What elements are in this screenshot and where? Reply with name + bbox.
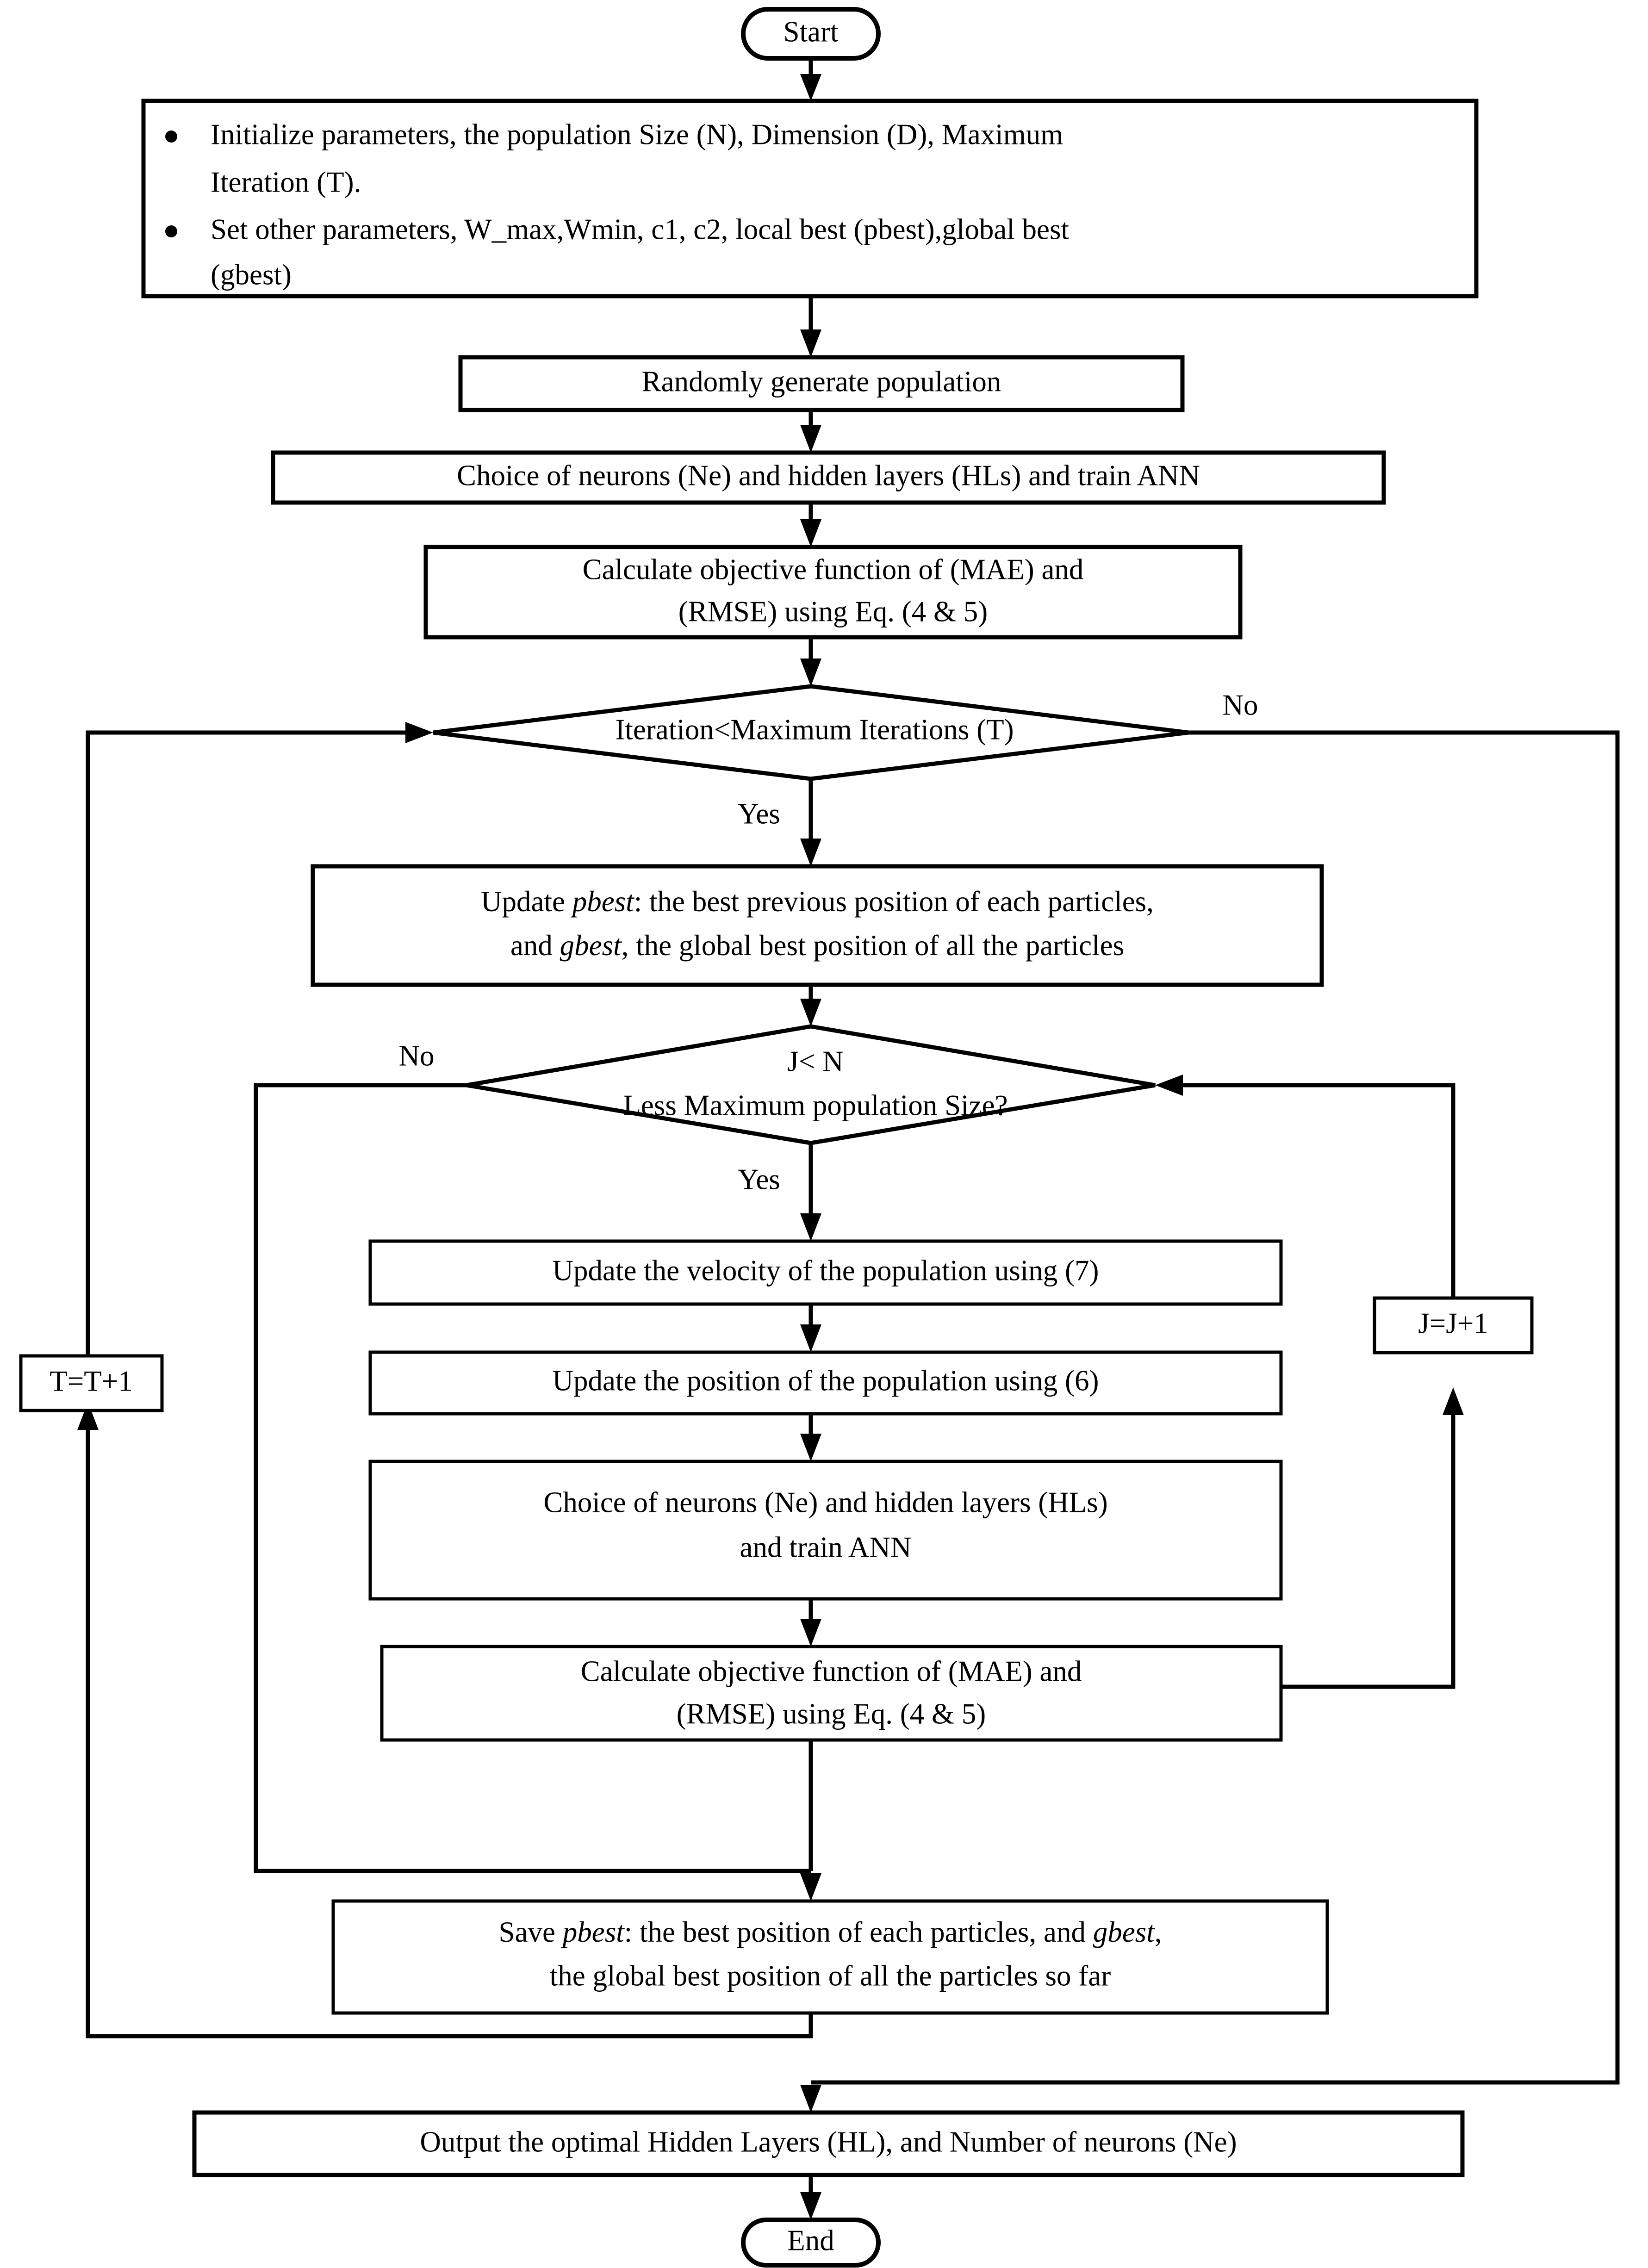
edge-calc-objective-2-to-j-increment [1281,1387,1464,1689]
edge-start-to-init [800,58,821,101]
decision-iteration-label: Iteration<Maximum Iterations (T) [615,713,1014,746]
decision-population-line-0: J< N [787,1045,843,1077]
node-random-population[interactable]: Randomly generate population [458,355,1185,412]
edge-update-velocity-to-update-position [800,1304,821,1352]
choice-neurons-2-line-0: Choice of neurons (Ne) and hidden layers… [543,1486,1107,1518]
node-calc-objective-1[interactable]: Calculate objective function of (MAE) an… [423,545,1243,640]
choice-neurons-1-label: Choice of neurons (Ne) and hidden layers… [457,459,1200,491]
edge-calc-objective-to-decision-iteration [800,637,821,686]
node-update-best[interactable]: Update pbest: the best previous position… [311,864,1324,987]
edge-label-population-yes: Yes [738,1163,780,1195]
update-best-line-0: Update pbest: the best previous position… [481,885,1154,918]
update-best-line-1: and gbest, the global best position of a… [510,929,1124,962]
edge-update-position-to-choice-neurons-2 [800,1414,821,1461]
update-best-seg-1: pbest [571,885,634,918]
update-best-seg-2: : the best previous position of each par… [634,885,1154,918]
edge-t-increment-to-decision-iteration [86,722,433,1356]
init-bullet-1-line-1: (gbest) [211,258,292,291]
edge-label-iteration-no: No [1223,689,1258,721]
save-best-seg-1: pbest [561,1916,625,1948]
calc-objective-1-line-0: Calculate objective function of (MAE) an… [583,553,1084,585]
node-calc-objective-2[interactable]: Calculate objective function of (MAE) an… [380,1645,1283,1742]
node-update-velocity[interactable]: Update the velocity of the population us… [368,1239,1283,1306]
choice-neurons-2-line-1: and train ANN [740,1531,912,1563]
node-output[interactable]: Output the optimal Hidden Layers (HL), a… [192,2110,1465,2177]
update-best-seg-5: , the global best position of all the pa… [622,929,1125,962]
edge-init-to-random-population [800,296,821,357]
edge-choice-neurons-2-to-calc-objective-2 [800,1599,821,1647]
node-end[interactable]: End [741,2218,881,2268]
j-increment-label: J=J+1 [1418,1307,1488,1339]
edge-random-population-to-choice-neurons [800,410,821,453]
update-velocity-label: Update the velocity of the population us… [553,1254,1099,1286]
edge-label-population-no: No [399,1039,435,1072]
init-bullet-1-line-0: Set other parameters, W_max,Wmin, c1, c2… [211,213,1070,245]
bullet-dot-icon [165,130,177,143]
edge-decision-iteration-no [800,730,1620,2113]
edge-label-iteration-yes: Yes [738,797,780,830]
edge-choice-neurons-to-calc-objective [800,503,821,547]
start-label: Start [784,15,839,48]
node-decision-population[interactable]: J< N Less Maximum population Size? [466,1024,1156,1145]
init-bullet-0-line-0: Initialize parameters, the population Si… [211,118,1063,150]
node-init[interactable]: Initialize parameters, the population Si… [141,99,1479,298]
calc-objective-2-line-1: (RMSE) using Eq. (4 & 5) [677,1697,986,1730]
save-best-seg-4: , [1155,1916,1162,1948]
edge-j-increment-to-decision-population [1155,1075,1455,1342]
node-t-increment[interactable]: T=T+1 [19,1354,164,1412]
save-best-line-0: Save pbest: the best position of each pa… [499,1916,1162,1948]
update-best-seg-0: Update [481,885,572,918]
init-bullet-0-line-1: Iteration (T). [211,166,361,198]
end-label: End [787,2224,834,2256]
decision-population-line-1: Less Maximum population Size? [623,1089,1007,1121]
edge-update-best-to-decision-population [800,985,821,1026]
save-best-seg-0: Save [499,1916,563,1948]
edge-decision-population-yes [800,1143,821,1241]
bullet-dot-icon-2 [165,225,177,237]
edge-save-best-to-t-increment [77,1402,813,2038]
node-update-position[interactable]: Update the position of the population us… [368,1350,1283,1416]
node-j-increment[interactable]: J=J+1 [1373,1296,1534,1355]
output-label: Output the optimal Hidden Layers (HL), a… [420,2125,1237,2158]
node-start[interactable]: Start [741,7,881,61]
node-decision-iteration[interactable]: Iteration<Maximum Iterations (T) [433,684,1189,781]
edge-output-to-end [800,2175,821,2220]
edge-decision-iteration-yes [800,779,821,866]
save-best-seg-3: gbest [1093,1916,1155,1948]
calc-objective-2-line-0: Calculate objective function of (MAE) an… [581,1655,1082,1687]
random-population-label: Randomly generate population [642,365,1001,398]
update-position-label: Update the position of the population us… [552,1364,1099,1397]
node-save-best[interactable]: Save pbest: the best position of each pa… [331,1899,1329,2015]
save-best-line-1: the global best position of all the part… [550,1959,1111,1992]
node-choice-neurons-2[interactable]: Choice of neurons (Ne) and hidden layers… [368,1460,1283,1601]
update-best-seg-3: and [510,929,560,962]
update-best-seg-4: gbest [560,929,622,962]
save-best-seg-2: : the best position of each particles, a… [624,1916,1093,1948]
node-choice-neurons-1[interactable]: Choice of neurons (Ne) and hidden layers… [271,450,1386,505]
calc-objective-1-line-1: (RMSE) using Eq. (4 & 5) [678,595,988,628]
edge-decision-population-no [254,1083,821,1901]
t-increment-label: T=T+1 [50,1365,133,1397]
